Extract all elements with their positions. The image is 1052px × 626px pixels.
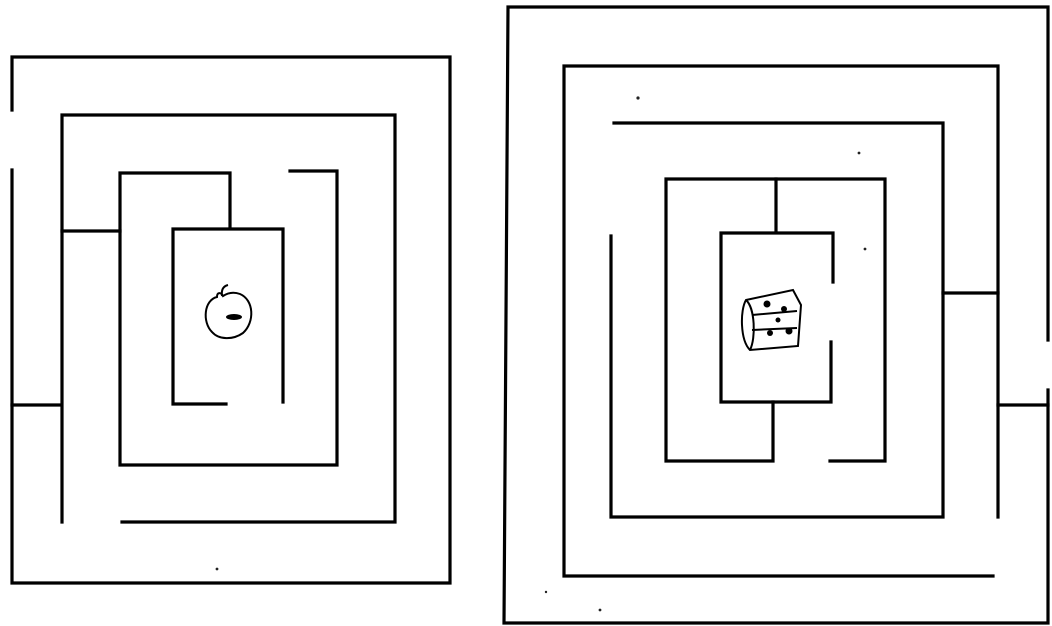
maze-left-walls bbox=[12, 57, 450, 583]
apple-icon[interactable] bbox=[206, 285, 252, 338]
scan-specks bbox=[216, 96, 867, 611]
maze-right-walls bbox=[504, 7, 1048, 623]
maze-right bbox=[504, 7, 1048, 623]
cheese-icon[interactable] bbox=[742, 290, 801, 350]
maze-left bbox=[12, 57, 450, 583]
